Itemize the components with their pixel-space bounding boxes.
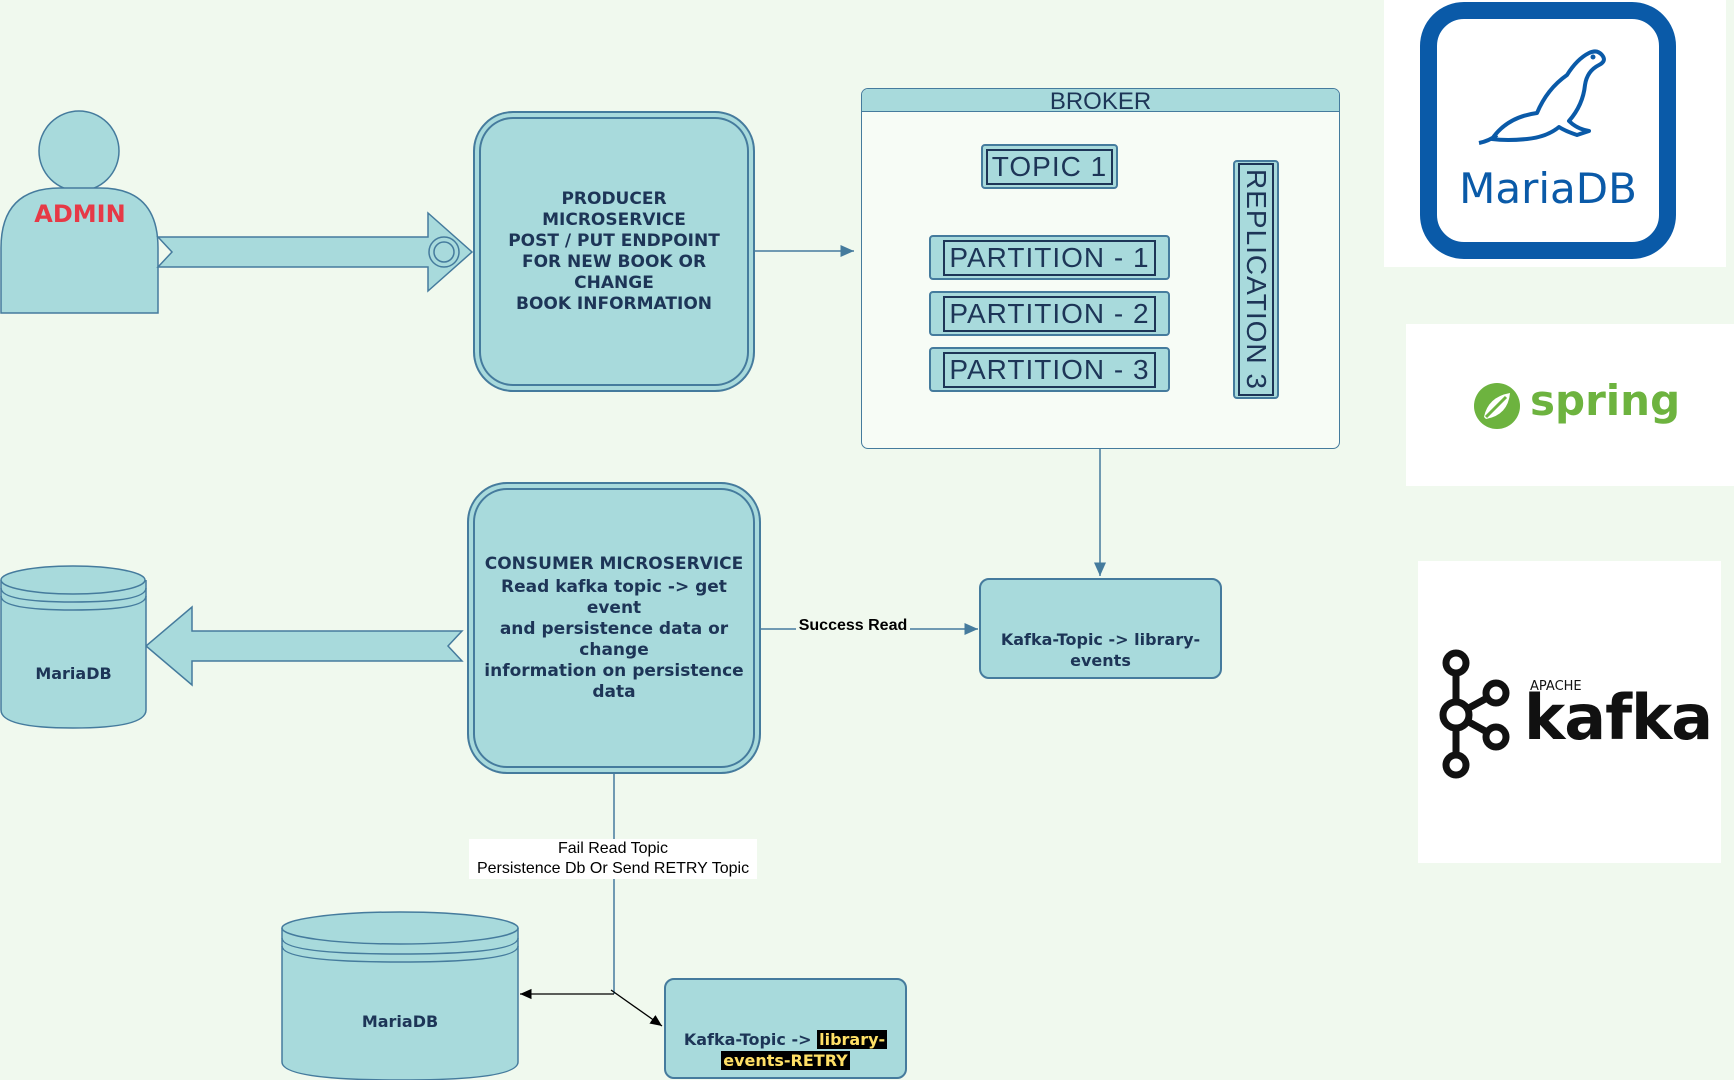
replication-label: REPLICATION 3: [1238, 163, 1274, 396]
partition-label: PARTITION - 1: [943, 239, 1156, 276]
replication-box: REPLICATION 3: [1233, 160, 1279, 399]
kafka-logo-card: APACHE kafka: [1418, 561, 1721, 863]
kafka-icon: [1439, 649, 1510, 779]
kafka-retry-prefix: Kafka-Topic ->: [683, 1030, 818, 1049]
consumer-to-db-arrow: [144, 605, 464, 687]
consumer-line: Read kafka topic -> get event: [501, 576, 727, 618]
partition-box: PARTITION - 2: [929, 291, 1170, 336]
kafka-topic-retry: Kafka-Topic -> library- events-RETRY: [664, 978, 907, 1079]
kafka-retry-highlight: library-: [817, 1030, 888, 1049]
mariadb-logo-card: MariaDB: [1384, 0, 1726, 267]
consumer-title: CONSUMER MICROSERVICE: [484, 553, 744, 574]
producer-microservice: PRODUCER MICROSERVICE POST / PUT ENDPOIN…: [473, 111, 755, 392]
admin-person-shape: [0, 110, 159, 314]
database-left-shape: [0, 565, 147, 729]
database-bottom-shape: [281, 911, 519, 1080]
producer-line: PRODUCER MICROSERVICE: [542, 188, 686, 230]
fail-read-line: Fail Read Topic: [558, 840, 668, 857]
producer-line: POST / PUT ENDPOINT: [508, 230, 720, 251]
partition-box: PARTITION - 3: [929, 347, 1170, 392]
database-left-label: MariaDB: [35, 664, 112, 683]
consumer-line: information on persistence data: [484, 660, 744, 702]
spring-wordmark: spring: [1530, 376, 1681, 425]
kafka-topic-line: events: [1070, 651, 1131, 670]
admin-to-producer-arrow: [156, 211, 474, 293]
partition-label: PARTITION - 3: [943, 351, 1156, 388]
kafka-apache-label: APACHE: [1530, 679, 1582, 694]
admin-label: ADMIN: [34, 200, 126, 228]
broker-title: BROKER: [862, 89, 1339, 115]
spring-leaf-icon: [1474, 383, 1520, 429]
success-read-label: Success Read: [796, 617, 910, 635]
fail-read-line: Persistence Db Or Send RETRY Topic: [476, 860, 750, 877]
kafka-retry-highlight: events-RETRY: [721, 1051, 850, 1070]
kafka-topic-line: Kafka-Topic -> library-: [1000, 630, 1201, 649]
seal-icon: [1478, 49, 1606, 145]
mariadb-wordmark: MariaDB: [1459, 164, 1637, 213]
fail-read-label: Fail Read Topic Persistence Db Or Send R…: [469, 839, 757, 879]
partition-label: PARTITION - 2: [943, 295, 1156, 332]
consumer-line: and persistence data or change: [499, 618, 729, 660]
producer-line: BOOK INFORMATION: [515, 293, 712, 314]
producer-line: FOR NEW BOOK OR CHANGE: [521, 251, 707, 293]
topic-box: TOPIC 1: [981, 144, 1118, 189]
fail-to-retry-edge: [610, 989, 663, 1027]
spring-logo-card: spring: [1406, 324, 1734, 486]
mariadb-logo: MariaDB: [1420, 2, 1676, 259]
database-bottom-label: MariaDB: [361, 1012, 439, 1031]
kafka-wordmark: kafka: [1524, 681, 1713, 754]
topic-label: TOPIC 1: [985, 148, 1114, 185]
consumer-microservice: CONSUMER MICROSERVICE Read kafka topic -…: [467, 482, 761, 774]
partition-box: PARTITION - 1: [929, 235, 1170, 280]
kafka-topic-main: Kafka-Topic -> library- events: [979, 578, 1222, 679]
